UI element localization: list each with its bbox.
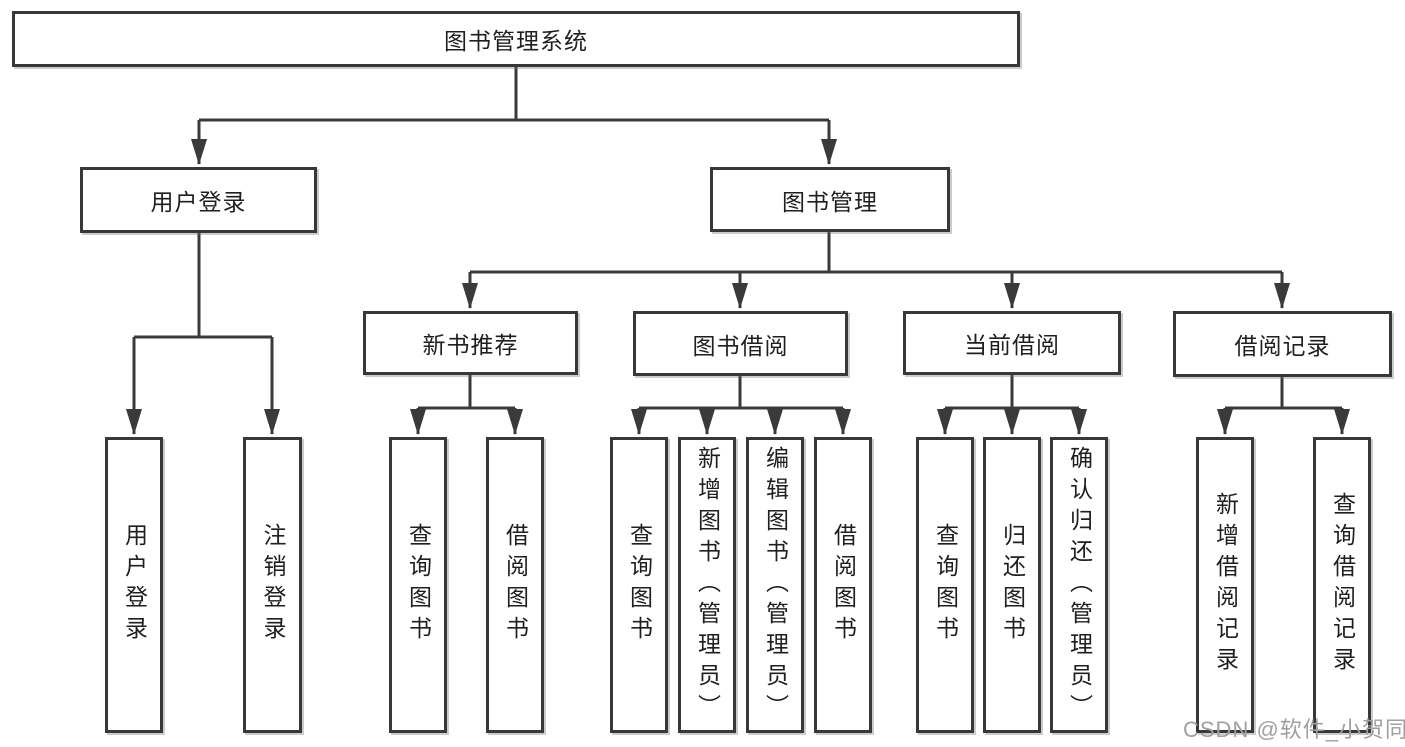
leaf-borrow-books: 借阅图书: [814, 437, 872, 733]
leaf-query-books-current: 查询图书: [916, 437, 974, 733]
node-current-borrow: 当前借阅: [903, 311, 1121, 375]
edges-book-borrow-to-leaves: [631, 376, 851, 435]
node-borrow-records: 借阅记录: [1173, 311, 1392, 377]
edges-root-to-level2: [191, 67, 837, 165]
leaf-add-books-admin: 新增图书（管理员）: [678, 437, 736, 733]
leaf-user-login: 用户登录: [105, 437, 163, 733]
leaf-edit-books-admin: 编辑图书（管理员）: [746, 437, 804, 733]
edges-book-mgmt-to-level3: [462, 232, 1290, 309]
leaf-logout: 注销登录: [243, 437, 302, 733]
csdn-watermark: CSDN @软件_小贺同学: [1183, 717, 1405, 742]
edges-new-book-to-leaves: [410, 375, 523, 435]
node-book-management: 图书管理: [710, 167, 950, 232]
leaf-query-borrow-record: 查询借阅记录: [1313, 437, 1371, 733]
leaf-query-books-recommend: 查询图书: [389, 437, 447, 733]
edges-current-borrow-to-leaves: [937, 375, 1087, 435]
edges-borrow-records-to-leaves: [1217, 377, 1350, 435]
leaf-query-books-borrow: 查询图书: [610, 437, 668, 733]
node-book-borrow: 图书借阅: [633, 311, 848, 376]
leaf-borrow-books-recommend: 借阅图书: [486, 437, 544, 733]
leaf-add-borrow-record: 新增借阅记录: [1196, 437, 1254, 733]
node-user-login: 用户登录: [80, 167, 317, 233]
node-new-book-recommend: 新书推荐: [363, 311, 578, 375]
leaf-return-books: 归还图书: [983, 437, 1041, 733]
node-root-system: 图书管理系统: [12, 11, 1020, 67]
leaf-confirm-return-admin: 确认归还（管理员）: [1050, 437, 1108, 733]
edges-user-login-to-leaves: [126, 233, 280, 435]
